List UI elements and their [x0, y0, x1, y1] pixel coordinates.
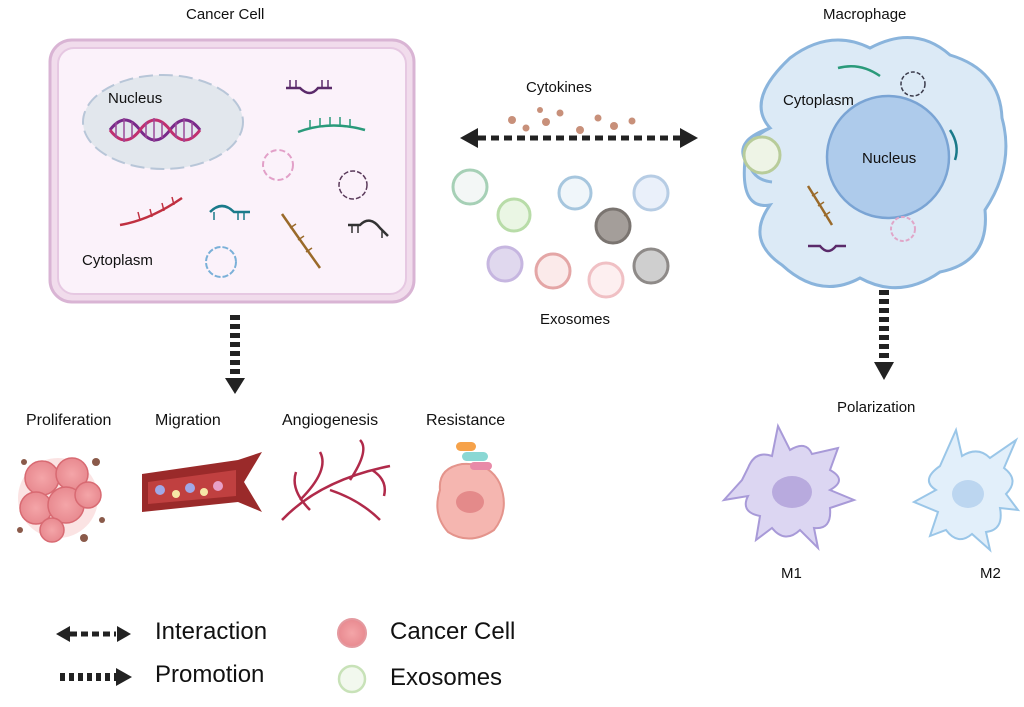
- legend-promotion-arrow: [60, 668, 132, 686]
- exosomes-label: Exosomes: [540, 311, 611, 328]
- effect-resistance-label: Resistance: [426, 412, 506, 429]
- vesicle-icon: [262, 149, 294, 181]
- vesicle-icon: [205, 246, 237, 278]
- resistance-icon: [436, 442, 505, 540]
- macrophage-vesicle-icon: [890, 216, 916, 242]
- cancer-cell-title: Cancer Cell: [186, 6, 265, 23]
- promotion-arrow-left: [225, 315, 245, 394]
- m2-label: M2: [980, 565, 1001, 582]
- macrophage-vesicle-icon: [900, 71, 926, 97]
- macrophage-nucleus: [825, 94, 951, 220]
- legend-interaction-label: Interaction: [155, 618, 268, 645]
- rna-strand-icon: [119, 80, 389, 269]
- legend-cancer-cell-label: Cancer Cell: [390, 618, 516, 645]
- polarization-title: Polarization: [837, 399, 916, 416]
- m1-label: M1: [781, 565, 802, 582]
- migration-icon: [142, 452, 262, 512]
- macrophage-cytoplasm-label: Cytoplasm: [783, 92, 854, 109]
- effect-migration-label: Migration: [155, 412, 221, 429]
- effect-proliferation-label: Proliferation: [26, 412, 112, 429]
- legend-promotion-label: Promotion: [155, 661, 265, 688]
- cytokine-particles-icon: [508, 107, 636, 134]
- legend-exosome-icon: [337, 664, 367, 694]
- proliferation-icon: [17, 457, 105, 543]
- angiogenesis-icon: [281, 439, 391, 521]
- cytokines-label: Cytokines: [526, 79, 592, 96]
- vesicle-icon: [338, 170, 368, 200]
- engulfed-vesicle-icon: [742, 135, 782, 175]
- cancer-cytoplasm-label: Cytoplasm: [82, 252, 153, 269]
- effect-angiogenesis-label: Angiogenesis: [282, 412, 379, 429]
- macrophage-rna-icon: [806, 65, 958, 253]
- dna-helix-icon: [108, 118, 202, 142]
- m1-macrophage-icon: [721, 422, 857, 552]
- exosomes-cluster: [451, 168, 670, 299]
- cancer-nucleus-label: Nucleus: [108, 90, 163, 107]
- legend-cancer-cell-icon: [337, 618, 367, 648]
- macrophage-nucleus-label: Nucleus: [862, 150, 917, 167]
- macrophage-title: Macrophage: [823, 6, 907, 23]
- m2-macrophage-icon: [911, 426, 1021, 553]
- legend-exosomes-label: Exosomes: [390, 664, 503, 691]
- legend-interaction-arrow: [56, 626, 131, 642]
- interaction-arrow: [460, 128, 698, 148]
- promotion-arrow-right: [874, 290, 894, 380]
